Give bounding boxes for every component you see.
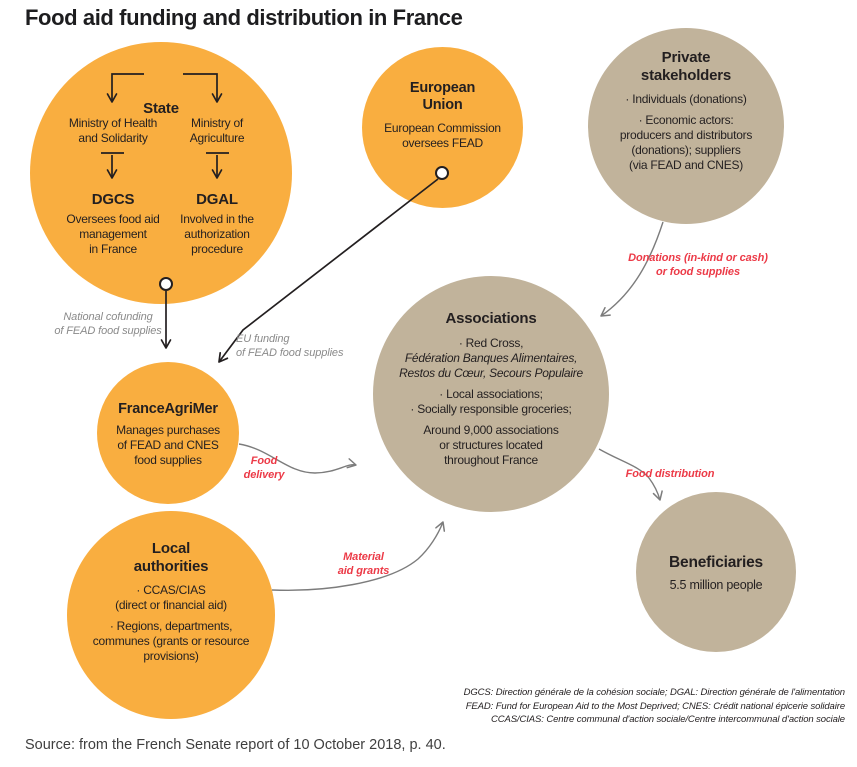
label-material-aid-grants: Material aid grants <box>337 551 390 577</box>
footnote-line: DGCS: Direction générale de la cohésion … <box>463 687 845 698</box>
state-dgal: DGAL Involved in the authorization proce… <box>140 191 294 257</box>
state-heading: State <box>143 100 179 117</box>
node-state: State Ministry of Health and Solidarity … <box>30 42 292 304</box>
source-line: Source: from the French Senate report of… <box>25 737 446 753</box>
footnotes: DGCS: Direction générale de la cohésion … <box>464 686 845 727</box>
node-associations: Associations · Red Cross, Fédération Ban… <box>373 276 609 512</box>
label-food-distribution: Food distribution <box>625 468 715 480</box>
dgcs-heading: DGCS <box>91 191 135 208</box>
state-ministry-agriculture: Ministry of Agriculture <box>189 116 245 145</box>
node-european-union: European Union European Commission overs… <box>362 47 523 208</box>
state-ministry-health: Ministry of Health and Solidarity <box>68 116 158 145</box>
node-local-authorities: Local authorities · CCAS/CIAS (direct or… <box>67 511 275 719</box>
footnote-line: FEAD: Fund for European Aid to the Most … <box>465 700 845 712</box>
footnote-line: CCAS/CIAS: Centre communal d'action soci… <box>490 714 845 725</box>
dgal-heading: DGAL <box>196 191 238 208</box>
state-dgcs: DGCS Oversees food aid management in Fra… <box>36 191 190 257</box>
label-food-delivery: Food delivery <box>243 455 285 481</box>
label-eu-funding: EU funding of FEAD food supplies <box>236 333 344 359</box>
node-franceagrimer: FranceAgriMer Manages purchases of FEAD … <box>97 362 239 504</box>
node-private-stakeholders: Private stakeholders · Individuals (dona… <box>588 28 784 224</box>
node-beneficiaries: Beneficiaries 5.5 million people <box>636 492 796 652</box>
label-donations: Donations (in-kind or cash) or food supp… <box>628 252 768 278</box>
label-national-cofunding: National cofunding of FEAD food supplies <box>54 311 162 337</box>
page-title: Food aid funding and distribution in Fra… <box>25 5 463 30</box>
